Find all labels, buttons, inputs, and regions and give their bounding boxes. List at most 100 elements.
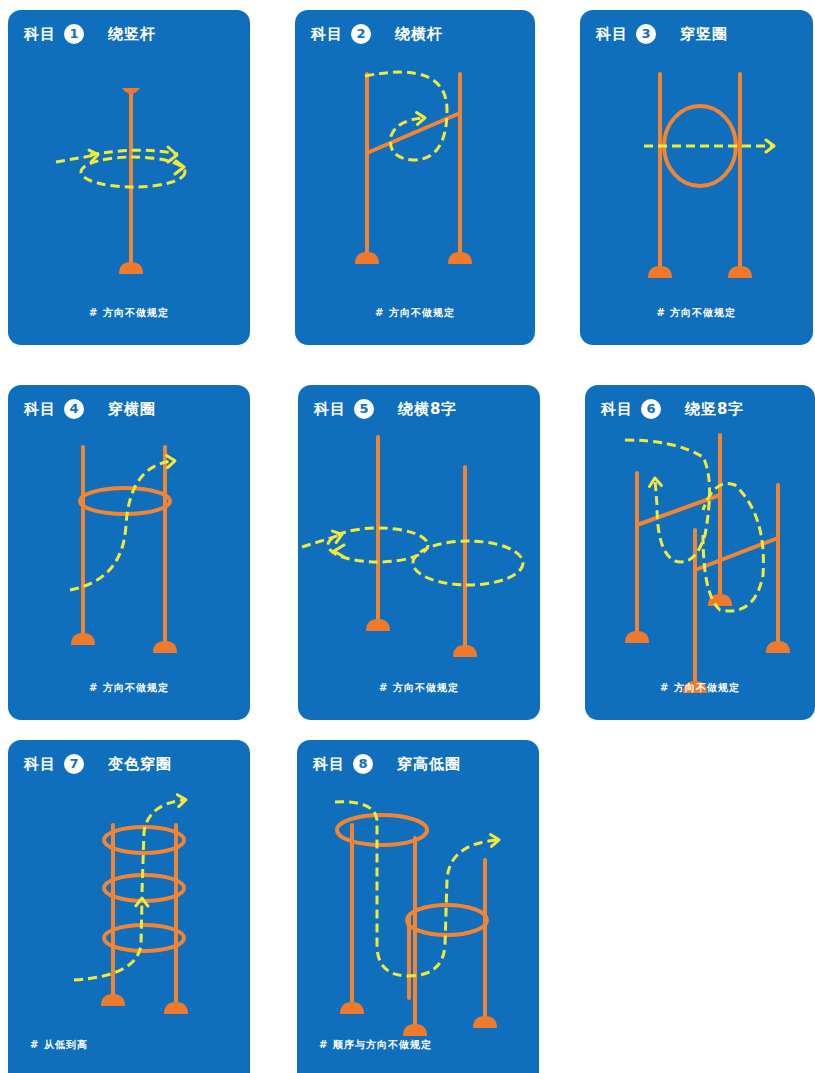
dash-stroke [74, 900, 142, 980]
base-stroke [71, 633, 95, 645]
task-card: 科目 绕竖8字 # 方向不做规定 6 [585, 385, 815, 720]
base-stroke [625, 631, 649, 643]
dash-stroke [90, 150, 178, 155]
task-label: 科目 [596, 25, 628, 43]
base-stroke [119, 262, 143, 274]
base-stroke [122, 88, 140, 94]
pole-stroke [635, 473, 639, 637]
ring-stroke [80, 488, 170, 514]
number-circle: 3 [636, 24, 656, 44]
task-card: 科目 穿竖圈 # 方向不做规定 3 [580, 10, 813, 345]
pole-stroke [718, 435, 722, 600]
task-title: 绕竖杆 [108, 25, 156, 43]
task-title: 穿高低圈 [397, 755, 461, 773]
ring-stroke [104, 875, 184, 901]
callout-number: 1 [64, 24, 84, 44]
dash-stroke [328, 528, 428, 562]
pole-illustration [8, 385, 250, 720]
base-stroke [766, 641, 790, 653]
pole-illustration [8, 740, 250, 1073]
dash-stroke [56, 155, 96, 162]
callout-number: 5 [354, 399, 374, 419]
number-circle: 5 [354, 399, 374, 419]
dash-stroke [302, 535, 340, 547]
number-circle: 1 [64, 24, 84, 44]
task-label: 科目 [601, 400, 633, 418]
task-card: 科目 绕横8字 # 方向不做规定 5 [298, 385, 540, 720]
number-circle: 2 [351, 24, 371, 44]
task-title: 变色穿圈 [108, 755, 172, 773]
number-circle: 4 [64, 399, 84, 419]
head-arrow-stroke [175, 161, 184, 174]
pole-stroke [163, 447, 167, 647]
dash-stroke [70, 461, 173, 590]
rule-note: # 方向不做规定 [89, 681, 169, 695]
dash-stroke [365, 72, 447, 160]
task-label: 科目 [314, 400, 346, 418]
base-stroke [355, 252, 379, 264]
base-stroke [453, 645, 477, 657]
base-stroke [366, 619, 390, 631]
task-card: 科目绕竖杆# 方向不做规定1 [8, 10, 250, 345]
callout-number: 6 [641, 399, 661, 419]
pole-stroke [483, 860, 487, 1022]
base-stroke [448, 252, 472, 264]
pole-stroke [738, 74, 742, 272]
task-card: 科目变色穿圈# 从低到高7 [8, 740, 250, 1073]
pole-stroke [129, 92, 133, 268]
task-title: 绕横8字 [398, 400, 457, 418]
pole-stroke [81, 447, 85, 639]
rule-note: # 方向不做规定 [657, 306, 737, 320]
task-label: 科目 [311, 25, 343, 43]
base-stroke [473, 1016, 497, 1028]
task-title: 绕竖8字 [685, 400, 744, 418]
task-card: 科目 绕横杆 # 方向不做规定 2 [295, 10, 535, 345]
pole-stroke [111, 825, 115, 1000]
pole-stroke [463, 467, 467, 651]
ring-stroke [104, 925, 184, 951]
base-stroke [403, 1024, 427, 1036]
task-title: 绕横杆 [395, 25, 443, 43]
pole-stroke [658, 74, 662, 272]
number-circle: 6 [641, 399, 661, 419]
pole-illustration [8, 10, 250, 345]
task-title: 穿竖圈 [680, 25, 728, 43]
base-stroke [164, 1002, 188, 1014]
dash-stroke [644, 145, 772, 148]
number-circle: 8 [353, 754, 373, 774]
pole-stroke [376, 437, 380, 625]
base-stroke [101, 994, 125, 1006]
rule-note: # 方向不做规定 [660, 681, 740, 695]
pole-stroke [776, 485, 780, 647]
dash-stroke [142, 800, 184, 892]
dash-stroke [335, 802, 497, 976]
pole-illustration [580, 10, 813, 345]
task-label: 科目 [24, 400, 56, 418]
number-circle: 7 [64, 754, 84, 774]
pole-stroke [413, 838, 417, 1030]
callout-number: 3 [636, 24, 656, 44]
base-stroke [340, 1002, 364, 1014]
pole-stroke [695, 538, 778, 570]
pole-illustration [295, 10, 535, 345]
task-label: 科目 [24, 755, 56, 773]
dash-stroke [625, 440, 710, 562]
rule-note: # 顺序与方向不做规定 [319, 1038, 432, 1052]
rule-note: # 方向不做规定 [379, 681, 459, 695]
task-label: 科目 [313, 755, 345, 773]
callout-number: 7 [64, 754, 84, 774]
dash-stroke [413, 541, 523, 585]
task-card: 科目 穿高低圈 # 顺序与方向不做规定 8 [297, 740, 539, 1073]
pole-illustration [298, 385, 540, 720]
callout-number: 8 [353, 754, 373, 774]
base-stroke [728, 266, 752, 278]
callout-number: 4 [64, 399, 84, 419]
pole-stroke [365, 74, 369, 258]
pole-stroke [407, 918, 411, 998]
pole-stroke [350, 825, 354, 1008]
base-stroke [648, 266, 672, 278]
pole-stroke [174, 825, 178, 1008]
head-arrow-stroke [334, 545, 344, 557]
rule-note: # 方向不做规定 [89, 306, 169, 320]
rule-note: # 方向不做规定 [375, 306, 455, 320]
